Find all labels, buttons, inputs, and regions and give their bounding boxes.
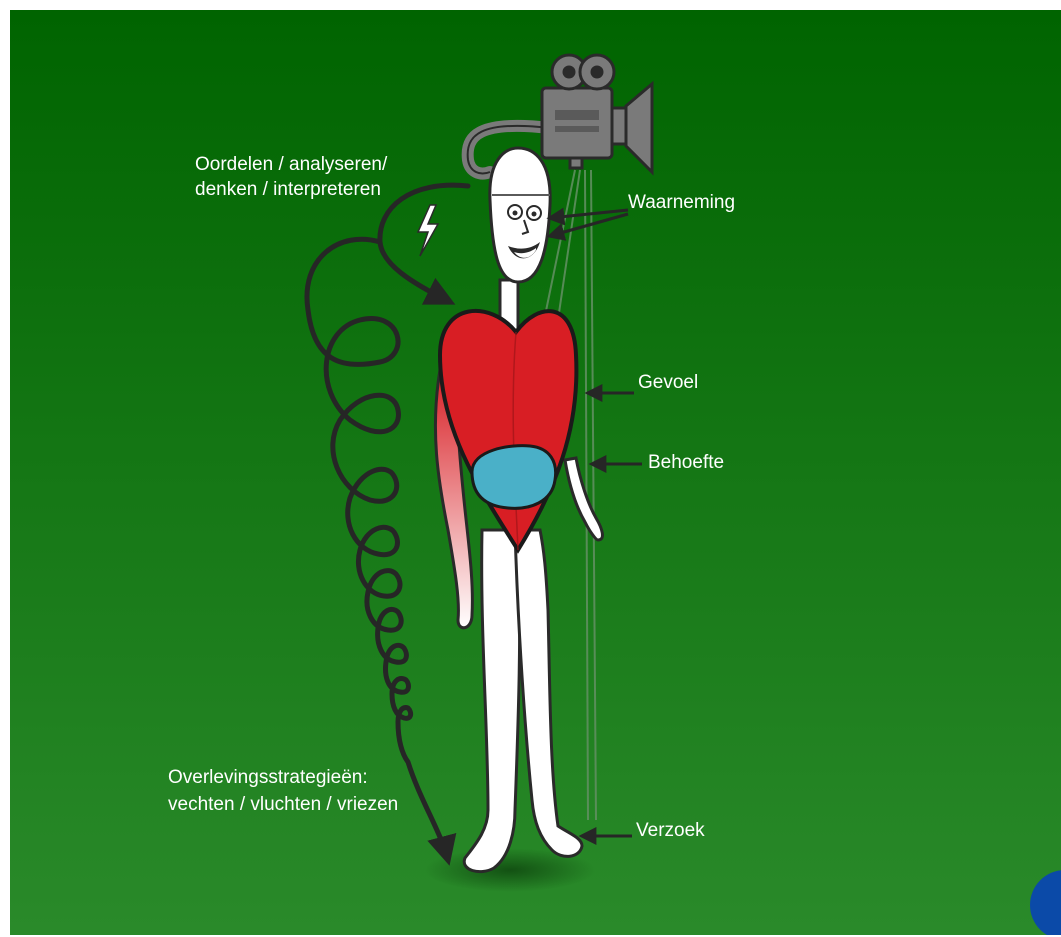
label-behoefte: Behoefte xyxy=(648,452,724,473)
diagram-canvas: Oordelen / analyseren/ denken / interpre… xyxy=(10,10,1061,935)
label-overleving-line2: vechten / vluchten / vriezen xyxy=(168,794,398,815)
diagram-svg: Oordelen / analyseren/ denken / interpre… xyxy=(10,10,1061,935)
label-gevoel: Gevoel xyxy=(638,372,698,393)
label-oordelen-line2: denken / interpreteren xyxy=(195,179,381,200)
label-oordelen-line1: Oordelen / analyseren/ xyxy=(195,154,388,175)
label-verzoek: Verzoek xyxy=(636,820,705,841)
figure-head xyxy=(490,148,550,282)
label-waarneming: Waarneming xyxy=(628,192,735,213)
belly-oval xyxy=(472,446,556,509)
label-overleving-line1: Overlevingsstrategieën: xyxy=(168,767,368,788)
